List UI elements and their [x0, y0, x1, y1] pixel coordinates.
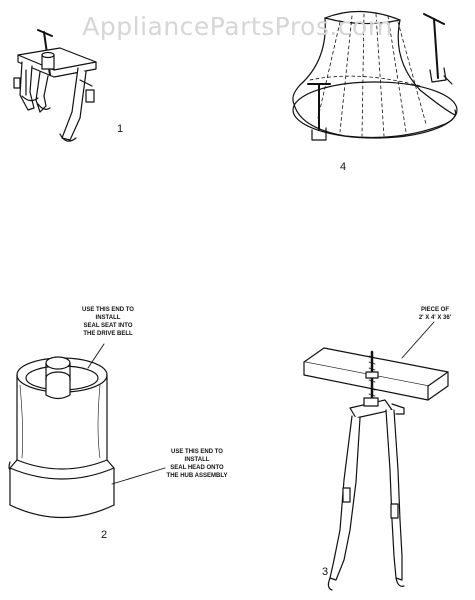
callout-line: USE THIS END TO [171, 449, 223, 455]
part-number-1: 1 [117, 123, 124, 135]
callout-line: PIECE OF [420, 307, 449, 313]
callout-line: SEAL HEAD ONTO [170, 465, 224, 471]
callout-line: INSTALL [95, 315, 121, 321]
callout-line: SEAL SEAT INTO [83, 323, 133, 329]
callout-seal-seat: USE THIS END TO INSTALL SEAL SEAT INTO T… [58, 306, 158, 338]
callout-seal-head: USE THIS END TO INSTALL SEAL HEAD ONTO T… [142, 448, 252, 480]
part-number-2: 2 [101, 529, 108, 541]
seal-installer-illustration [8, 343, 166, 518]
callout-line: THE HUB ASSEMBLY [166, 473, 228, 479]
callout-line: THE DRIVE BELL [83, 331, 133, 337]
callout-line: INSTALL [184, 457, 210, 463]
callout-line: 2' x 4' x 36' [418, 315, 452, 321]
callout-line: USE THIS END TO [82, 307, 134, 313]
watermark-text: AppliancePartsPros.com [82, 12, 393, 41]
part-number-4: 4 [340, 161, 347, 173]
gear-puller-illustration [13, 29, 97, 142]
part-number-3: 3 [322, 566, 329, 578]
drive-bell-illustration [292, 10, 458, 141]
puller-with-board-illustration [303, 321, 449, 591]
callout-board: PIECE OF 2' x 4' x 36' [400, 306, 470, 322]
